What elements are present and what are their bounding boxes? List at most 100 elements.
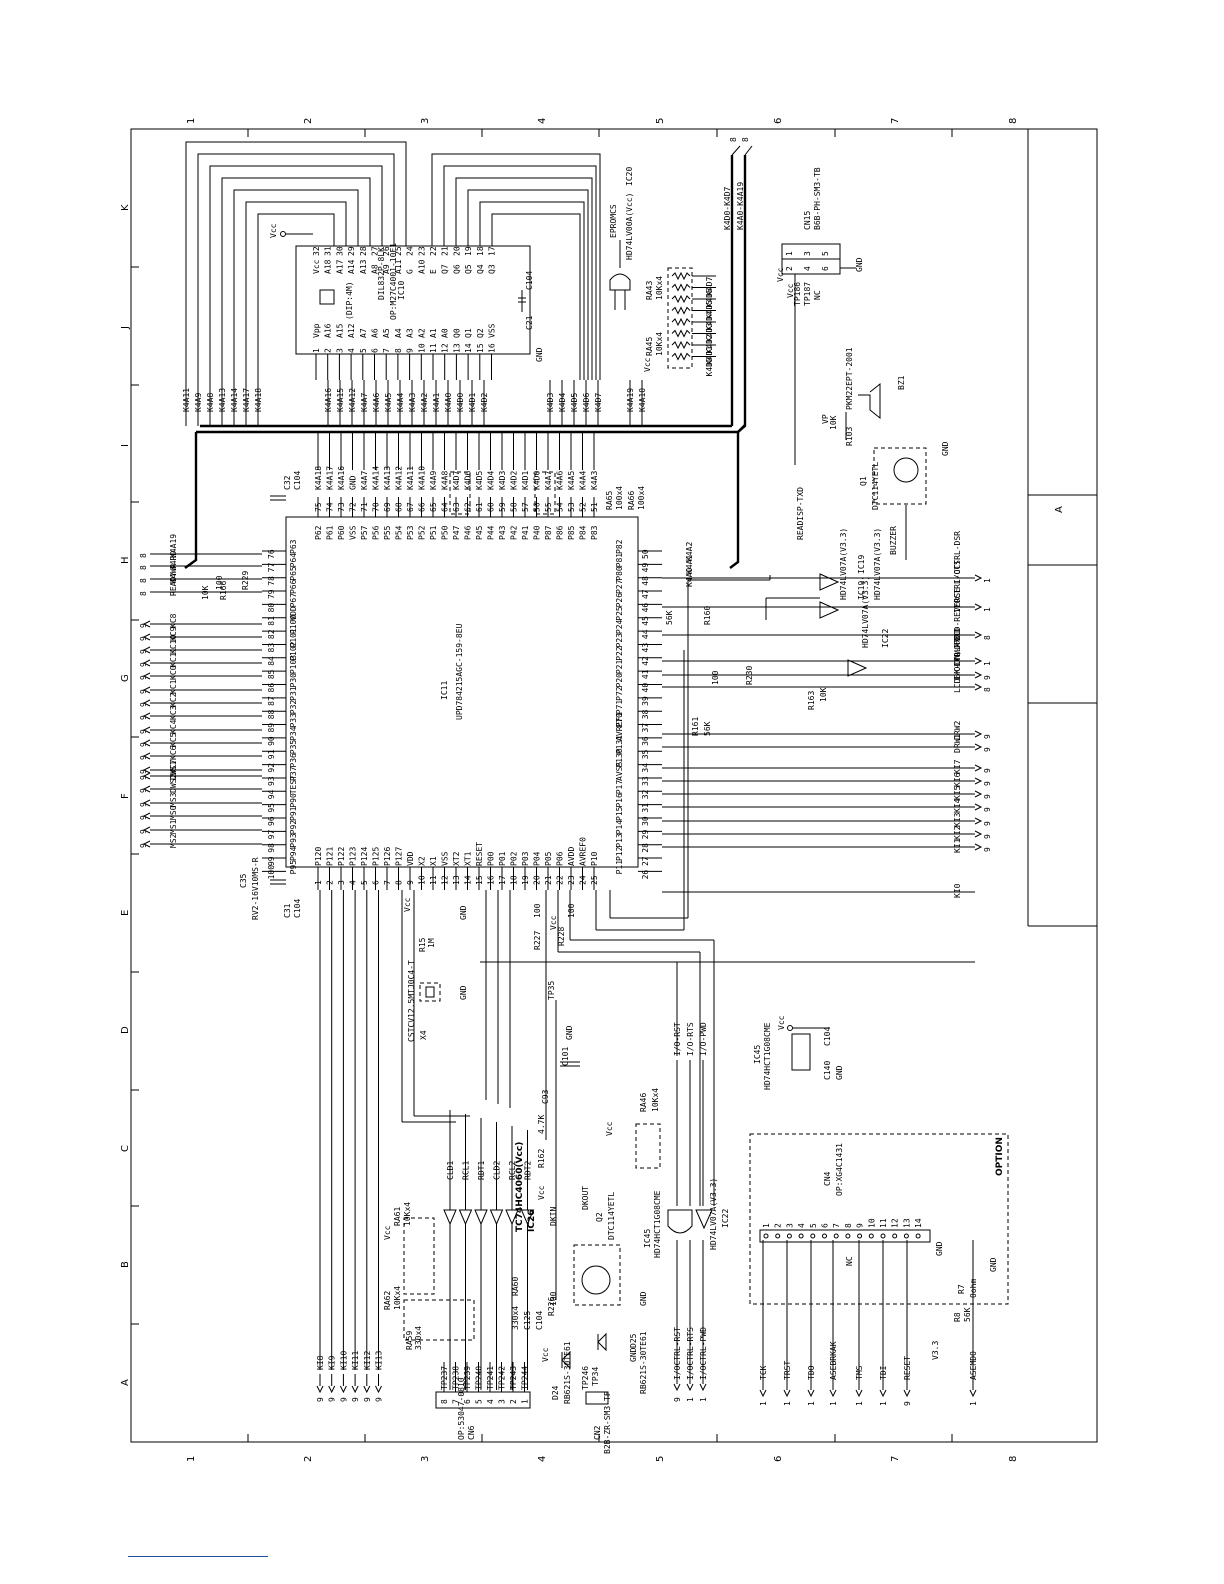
ic10-pin-name: Vcc [312, 259, 321, 274]
cn15-pin: 5 [821, 251, 830, 256]
ic11-pin-num: 94 [267, 789, 276, 799]
ic11-passives: R166 10K R229 100 R160 56K R230 100 R161… [201, 471, 828, 920]
ic11-pin-num: 15 [475, 875, 484, 885]
cn15-pin: 3 [803, 251, 812, 256]
sheet-ref: 9 [983, 781, 992, 786]
sheet-ref: 1 [983, 578, 992, 583]
reset-circuit: R227 100 R228 100 Vcc TP35 C101 C93 GND … [533, 903, 580, 1300]
ic26-ref: IC26 [527, 1210, 537, 1232]
ic11-pin-name: P34 [289, 726, 298, 741]
q1-ref: Q1 [859, 476, 868, 486]
bus-addr-label: K4A0-K4A19 [736, 182, 745, 230]
ic10-pin-name: A14 [347, 259, 356, 274]
ic11-pin-name: P85 [567, 525, 576, 540]
sheet-ref: 9 [983, 807, 992, 812]
r230-ref: R230 [745, 666, 754, 685]
ic11-pin-num: 14 [464, 875, 473, 885]
ic11-pin-num: 67 [406, 502, 415, 512]
cn6-pins: 8TP2377TP2386TP2395TP2404TP2413TP2422TP2… [440, 1362, 530, 1404]
ra65-ref: RA65 [605, 491, 614, 510]
ic11-pin-num: 72 [349, 502, 358, 512]
sheet-ref: 1 [855, 1401, 864, 1406]
ic11-pin-name: P21 [615, 660, 624, 675]
ic11-pin-name: P71 [615, 700, 624, 715]
ic11-pin-name: AVDD [567, 847, 576, 866]
r163-val: 10K [819, 687, 828, 702]
ic11-pin-num: 29 [641, 830, 650, 840]
cn4-pin: 5 [809, 1223, 818, 1228]
ic11-pin-name: AVSS [615, 762, 624, 781]
x4-gnd: GND [459, 985, 468, 1000]
ic11-pin-num: 21 [544, 875, 553, 885]
jtag-nets: TCK1TRST1TDO1ASEBRKAK1TMS1TDI1RESET9ASEM… [759, 1240, 978, 1406]
bottom-net-label: DRW2 [953, 721, 962, 740]
bottom-net-label: I/OCTRL-TXD [953, 628, 962, 681]
ic11-pin-name: P55 [383, 525, 392, 540]
tp246: TP246 [581, 1366, 590, 1390]
cn6-pin: 7 [452, 1399, 461, 1404]
ic11-pin-num: 89 [267, 723, 276, 733]
ic45b-ref: IC45 [643, 1229, 652, 1248]
top-net-label: KC4 [169, 719, 178, 734]
zone-number-top: 2 [303, 118, 314, 124]
top-net-label: KC8 [169, 613, 178, 628]
cn6-ref: CN6 [467, 1425, 476, 1440]
c32-ref: C32 [283, 475, 292, 490]
left-net-label: K4D1 [521, 471, 530, 490]
ic10-pin-num: 18 [476, 246, 485, 256]
ic10-pin-num: 30 [335, 246, 344, 256]
top-net-label: MS1 [169, 819, 178, 834]
ic10-pin-num: 9 [406, 348, 415, 353]
ic11-pin-num: 100 [267, 865, 276, 880]
ic11-pin-num: 83 [267, 643, 276, 653]
ic11-pin-num: 93 [267, 776, 276, 786]
ic11-pin-name: P81 [615, 553, 624, 568]
top-net-label: KC5 [169, 732, 178, 747]
ic11-pin-name: P83 [590, 525, 599, 540]
ic11-pin-name: VSS [441, 851, 450, 866]
buzzer-gnd: GND [941, 441, 950, 456]
sheet-ref: 9 [983, 747, 992, 752]
ic11-pin-name: P66 [289, 579, 298, 594]
sheet-ref: 9 [328, 1397, 337, 1402]
ra65-value: 100x4 [615, 486, 624, 510]
r230-val: 100 [711, 670, 720, 685]
left-net-label: K4A8 [441, 471, 450, 490]
cn4-gnd2: GND [989, 1257, 998, 1272]
ic11-pin-num: 47 [641, 589, 650, 599]
left-net-label: K4A5 [567, 471, 576, 490]
ic11-pin-num: 36 [641, 736, 650, 746]
cn6-part: OP:53047-0810 [457, 1377, 466, 1440]
cn15-nc: NC [813, 290, 822, 300]
cn15-pin: 6 [821, 266, 830, 271]
ic11-pin-name: XT1 [464, 851, 473, 866]
sheet-ref: 8 [983, 635, 992, 640]
ic10-gnd: GND [535, 347, 544, 362]
ic10-cap-c104: C104 [525, 271, 534, 290]
c31-ref: C31 [283, 903, 292, 918]
left-net-label: K4D4 [487, 471, 496, 490]
ic19-buffers: IC19 HD74LV07A(V3.3) IC19 HD74LV07A(V3.3… [819, 528, 890, 677]
ic11-pin-num: 63 [452, 502, 461, 512]
ic11-pin-name: AVREF0 [579, 837, 588, 866]
cn15-ref: CN15 [803, 211, 812, 230]
ic45-gnd: GND [835, 1065, 844, 1080]
zone-number-bottom: 5 [655, 1456, 666, 1462]
top-net-label: MS3 [169, 792, 178, 807]
sheet-ref: 9 [903, 1401, 912, 1406]
ic11-pin-name: P87 [544, 525, 553, 540]
cn4-pin: 6 [821, 1223, 830, 1228]
left-net-label: K4A9 [429, 471, 438, 490]
ic11-pin-num: 85 [267, 669, 276, 679]
sheet-ref: 1 [969, 1401, 978, 1406]
cn15-vcc: Vcc [786, 283, 795, 298]
ic11-pin-name: P02 [510, 851, 519, 866]
sheet-ref: 8 [139, 565, 148, 570]
ic11-pin-num: 31 [641, 803, 650, 813]
ra59-ref: RA59 [405, 1331, 414, 1350]
